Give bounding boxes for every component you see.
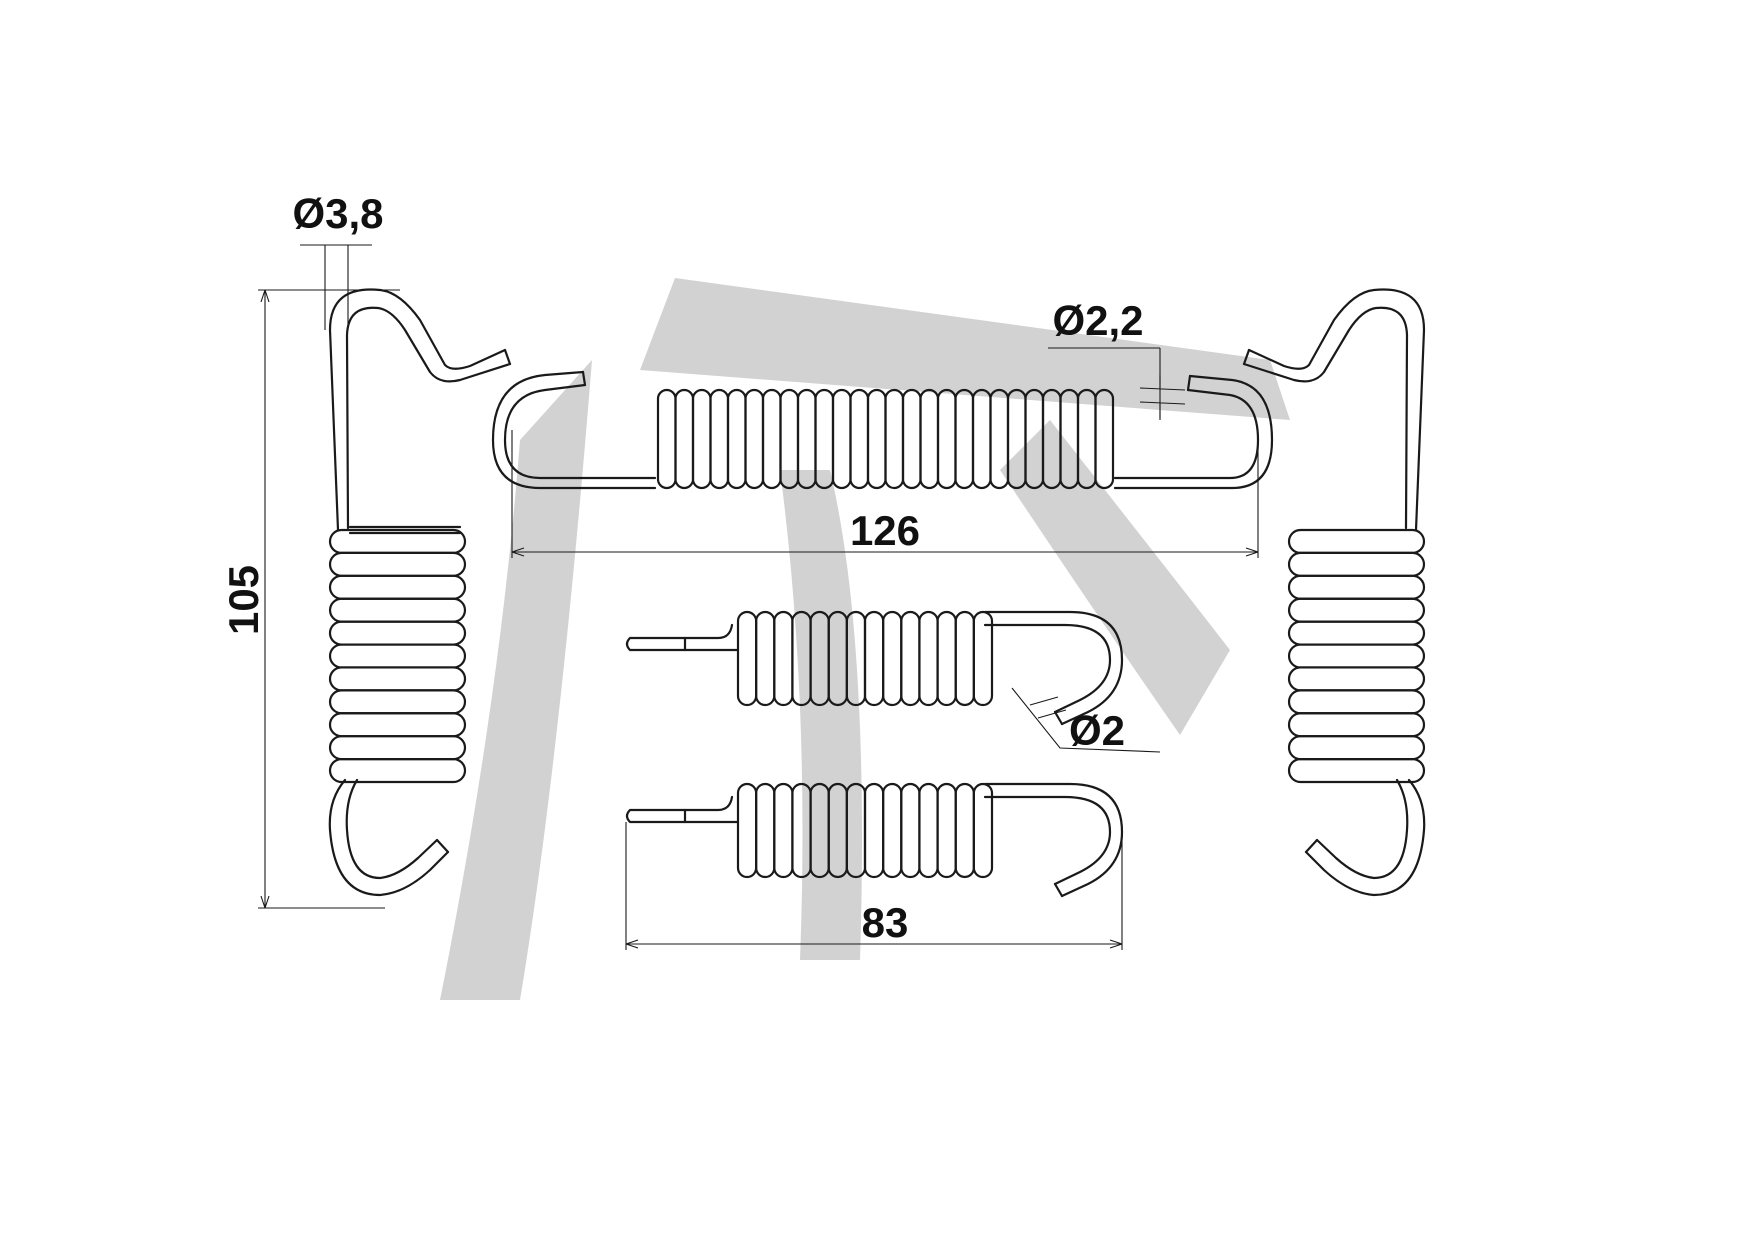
coil-loop	[831, 388, 852, 490]
top-hook	[328, 288, 507, 532]
hook	[983, 623, 1112, 714]
coil-loop	[709, 388, 730, 490]
coil-loop	[954, 610, 975, 707]
coil-loop	[1287, 597, 1426, 623]
dimension-83: 83	[625, 822, 1123, 950]
coil-loop	[328, 689, 467, 715]
coil-loop	[918, 610, 939, 707]
coil-loop	[674, 388, 695, 490]
coil-loop	[1287, 666, 1426, 692]
coil-loop	[328, 757, 467, 784]
coil-loop	[736, 782, 758, 879]
dim-105-label: 105	[220, 565, 267, 635]
coil-loop	[954, 782, 975, 879]
coil-loop	[1287, 574, 1426, 600]
dimension-dia-22: Ø2,2	[1048, 297, 1186, 420]
left-spring-coils	[328, 528, 467, 784]
dim-dia-22-label: Ø2,2	[1052, 297, 1143, 344]
dimension-105: 105	[220, 289, 400, 909]
dimension-dia-2: Ø2	[1011, 687, 1161, 754]
coil-loop	[328, 574, 467, 600]
coil-loop	[328, 735, 467, 761]
coil-loop	[761, 388, 782, 490]
dim-126-label: 126	[850, 507, 920, 554]
bottom-spring-coils	[736, 782, 994, 879]
coil-loop	[882, 610, 903, 707]
coil-loop	[1287, 620, 1426, 646]
coil-loop	[1287, 689, 1426, 715]
coil-loop	[744, 388, 765, 490]
coil-loop	[1287, 757, 1426, 784]
coil-loop	[1287, 643, 1426, 669]
coil-loop	[755, 610, 776, 707]
coil-loop	[900, 782, 921, 879]
top-spring-coils	[656, 388, 1115, 490]
coil-loop	[863, 782, 885, 879]
coil-loop	[884, 388, 905, 490]
top-hook-inner	[345, 306, 512, 530]
straight-leg	[625, 795, 740, 824]
watermark-logo	[440, 278, 1290, 1000]
right-vertical-spring	[1242, 288, 1426, 897]
middle-spring-coils	[736, 610, 994, 707]
coil-loop	[972, 610, 994, 707]
coil-loop	[328, 551, 467, 577]
coil-loop	[954, 388, 975, 490]
coil-loop	[328, 643, 467, 669]
left-vertical-spring	[328, 288, 512, 897]
coil-loop	[901, 388, 922, 490]
dimension-dia-38: Ø3,8	[292, 190, 384, 330]
dim-dia-2-label: Ø2	[1069, 707, 1125, 754]
coil-loop	[972, 782, 994, 879]
coil-loop	[863, 610, 885, 707]
dimension-126: 126	[511, 430, 1259, 558]
top-horizontal-spring	[491, 370, 1274, 490]
right-spring-coils	[1287, 528, 1426, 784]
coil-loop	[1287, 528, 1426, 555]
coil-loop	[918, 782, 939, 879]
coil-loop	[328, 712, 467, 738]
coil-loop	[736, 610, 758, 707]
coil-loop	[1094, 388, 1115, 490]
straight-leg	[625, 623, 740, 652]
bottom-hook-inner	[345, 778, 439, 880]
bottom-small-spring	[625, 782, 1124, 898]
dim-83-label: 83	[862, 899, 909, 946]
coil-loop	[1287, 735, 1426, 761]
coil-loop	[936, 388, 957, 490]
coil-loop	[919, 388, 940, 490]
bottom-hook	[328, 778, 450, 897]
coil-loop	[773, 782, 794, 879]
left-hook	[503, 383, 657, 480]
coil-loop	[328, 666, 467, 692]
coil-loop	[936, 610, 957, 707]
coil-loop	[755, 782, 776, 879]
coil-loop	[1287, 712, 1426, 738]
coil-loop	[971, 388, 992, 490]
coil-loop	[656, 388, 677, 490]
coil-loop	[849, 388, 870, 490]
coil-loop	[1287, 551, 1426, 577]
coil-loop	[691, 388, 712, 490]
coil-loop	[866, 388, 887, 490]
coil-body	[348, 525, 462, 535]
middle-small-spring	[625, 610, 1124, 726]
coil-loop	[773, 610, 794, 707]
hook	[983, 795, 1112, 886]
coil-loop	[328, 597, 467, 623]
coil-loop	[936, 782, 957, 879]
coil-loop	[726, 388, 747, 490]
dim-dia-38-label: Ø3,8	[292, 190, 383, 237]
coil-loop	[882, 782, 903, 879]
coil-loop	[900, 610, 921, 707]
coil-loop	[328, 620, 467, 646]
